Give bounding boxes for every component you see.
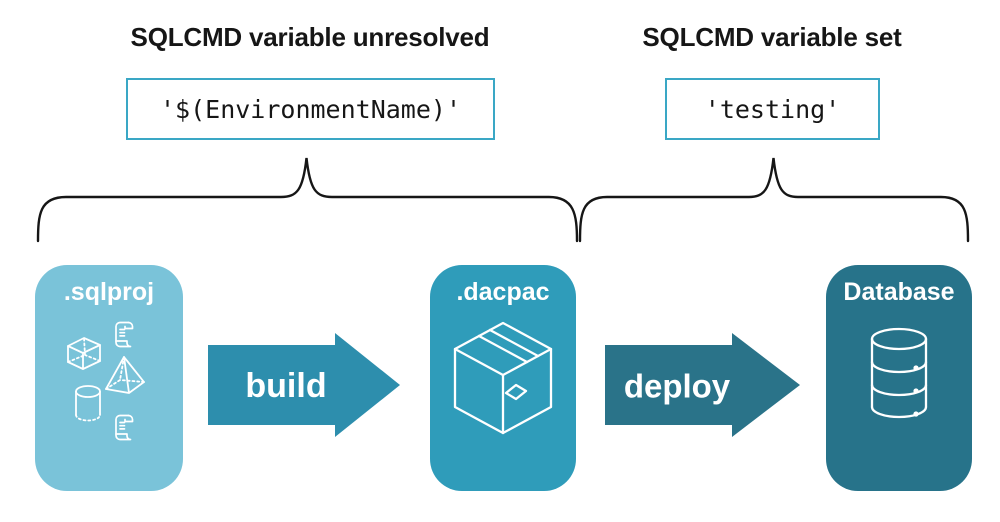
scroll-icon (115, 321, 134, 348)
dacpac-label: .dacpac (456, 278, 550, 306)
right-brace-icon (578, 157, 970, 243)
set-variable-box: 'testing' (665, 78, 880, 140)
pyramid-icon (105, 356, 145, 394)
database-label: Database (843, 278, 955, 306)
deploy-arrow-label: deploy (624, 368, 731, 405)
scroll-icon (115, 414, 134, 441)
set-variable-value: 'testing' (704, 94, 841, 124)
unresolved-variable-box: '$(EnvironmentName)' (126, 78, 495, 140)
deploy-arrow: deploy (605, 333, 800, 437)
dacpac-node: .dacpac (430, 265, 576, 491)
build-arrow-shape (208, 333, 400, 437)
sql-project-objects-icon (67, 321, 145, 441)
sqlproj-label: .sqlproj (63, 278, 155, 306)
package-icon (453, 321, 553, 435)
database-node: Database (826, 265, 972, 491)
cube-icon (67, 337, 101, 370)
set-heading: SQLCMD variable set (642, 22, 902, 52)
unresolved-variable-value: '$(EnvironmentName)' (159, 94, 462, 124)
build-arrow: build (208, 333, 400, 437)
database-dots (913, 365, 919, 417)
unresolved-heading: SQLCMD variable unresolved (130, 22, 490, 52)
cylinder-icon (75, 385, 101, 422)
sqlproj-node: .sqlproj (35, 265, 183, 491)
database-icon (870, 327, 928, 419)
left-brace-icon (36, 157, 579, 243)
deploy-arrow-shape (605, 333, 800, 437)
build-arrow-label: build (245, 367, 326, 405)
